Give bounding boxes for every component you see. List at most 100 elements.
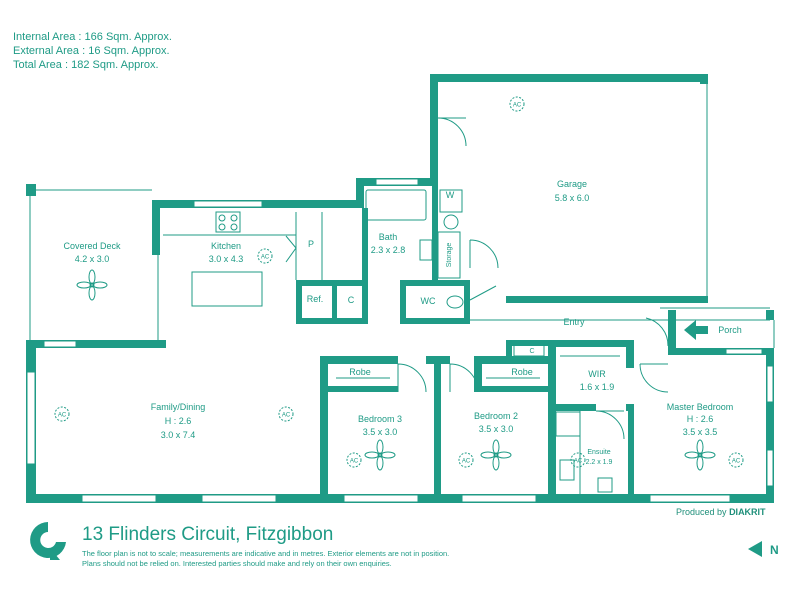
kitchen-size: 3.0 x 4.3 bbox=[209, 254, 244, 264]
ac-label: AC bbox=[350, 459, 359, 465]
covered-deck-size: 4.2 x 3.0 bbox=[75, 254, 110, 264]
ac-label: AC bbox=[513, 103, 522, 109]
window bbox=[375, 178, 419, 186]
window bbox=[81, 494, 157, 503]
ac-ring bbox=[346, 452, 362, 468]
door-swing bbox=[645, 317, 669, 347]
produced-by-prefix: Produced by bbox=[676, 507, 727, 517]
bedroom2-size: 3.5 x 3.0 bbox=[479, 424, 514, 434]
door-swing bbox=[639, 363, 669, 393]
wall bbox=[296, 280, 366, 286]
ac-label: AC bbox=[282, 413, 291, 419]
north-arrow-icon bbox=[748, 541, 762, 557]
ac-ring bbox=[257, 248, 273, 264]
wall bbox=[320, 386, 398, 392]
wall bbox=[400, 318, 470, 324]
fan-blade bbox=[696, 439, 704, 455]
linen-cupboard bbox=[513, 343, 545, 357]
bathtub bbox=[365, 189, 427, 221]
external-area: External Area : 16 Sqm. Approx. bbox=[13, 45, 170, 57]
cooktop-burner bbox=[218, 223, 226, 231]
garage-name: Garage bbox=[557, 179, 587, 189]
door-swing bbox=[449, 363, 479, 393]
door-swing bbox=[469, 285, 497, 301]
master-name: Master Bedroom bbox=[667, 402, 734, 412]
thin-walls bbox=[29, 84, 775, 494]
total-area: Total Area : 182 Sqm. Approx. bbox=[13, 59, 159, 71]
robe-label-bed2: Robe bbox=[511, 367, 533, 377]
north-label: N bbox=[770, 543, 779, 557]
fan-blade bbox=[88, 269, 96, 285]
doors bbox=[285, 117, 669, 440]
window bbox=[26, 371, 36, 465]
ceiling-fan-icon bbox=[364, 439, 396, 471]
door-swing bbox=[469, 239, 499, 269]
wall bbox=[628, 404, 634, 502]
ac-ring bbox=[54, 406, 70, 422]
fan-blade bbox=[684, 451, 700, 459]
window bbox=[461, 494, 537, 503]
ref-label: Ref. bbox=[307, 294, 324, 304]
vanity bbox=[559, 459, 575, 481]
fan-blade bbox=[380, 451, 396, 459]
bedroom2-name: Bedroom 2 bbox=[474, 411, 518, 421]
wall bbox=[548, 404, 596, 411]
wall bbox=[400, 280, 470, 286]
fan-blade bbox=[88, 285, 96, 301]
wall bbox=[320, 356, 328, 502]
wc-label: WC bbox=[421, 296, 436, 306]
ceiling-fan-icon bbox=[684, 439, 716, 471]
laundry-tub bbox=[443, 214, 459, 230]
window bbox=[766, 365, 774, 403]
family-dining-name: Family/Dining bbox=[151, 402, 206, 412]
ac-marker-icon: AC bbox=[278, 406, 294, 422]
wall bbox=[700, 74, 708, 84]
ac-label: AC bbox=[58, 413, 67, 419]
ac-marker-icon: AC bbox=[509, 96, 525, 112]
ac-ring bbox=[509, 96, 525, 112]
bedroom3-size: 3.5 x 3.0 bbox=[363, 427, 398, 437]
door-swing bbox=[285, 235, 297, 263]
window bbox=[201, 494, 277, 503]
entry-label: Entry bbox=[563, 317, 585, 327]
wall bbox=[296, 318, 366, 324]
fan-blade bbox=[696, 455, 704, 471]
laundry-machine bbox=[439, 189, 463, 213]
ac-marker-icon: AC bbox=[257, 248, 273, 264]
pantry-label: P bbox=[308, 239, 314, 249]
ac-label: AC bbox=[462, 459, 471, 465]
property-address: 13 Flinders Circuit, Fitzgibbon bbox=[82, 524, 334, 545]
wall bbox=[430, 74, 707, 82]
disclaimer-line-2: Plans should not be relied on. Intereste… bbox=[82, 559, 392, 568]
fan-hub bbox=[493, 452, 499, 458]
bath-name: Bath bbox=[379, 232, 398, 242]
wall bbox=[362, 208, 368, 324]
area-summary: Internal Area : 166 Sqm. Approx. Externa… bbox=[13, 30, 172, 72]
wall bbox=[506, 296, 708, 303]
laundry-label: W bbox=[446, 190, 455, 200]
fan-blade bbox=[92, 281, 108, 289]
entry-arrow-icon bbox=[684, 320, 708, 340]
wall bbox=[26, 184, 36, 196]
wall bbox=[430, 74, 438, 186]
wall bbox=[766, 310, 774, 320]
logo-tail bbox=[50, 548, 60, 560]
ac-marker-icon: AC bbox=[346, 452, 362, 468]
fan-blade bbox=[492, 455, 500, 471]
fan-blade bbox=[376, 455, 384, 471]
cooktop bbox=[215, 211, 241, 233]
fan-hub bbox=[697, 452, 703, 458]
cooktop-burner bbox=[218, 214, 226, 222]
fan-blade bbox=[364, 451, 380, 459]
ac-label: AC bbox=[261, 255, 270, 261]
storage-label: Storage bbox=[446, 243, 453, 268]
cooktop-burner bbox=[230, 223, 238, 231]
wall bbox=[434, 356, 441, 502]
wall bbox=[668, 310, 676, 355]
wall bbox=[548, 340, 628, 347]
ceiling-fan-icon bbox=[480, 439, 512, 471]
window bbox=[43, 340, 77, 348]
wall bbox=[296, 280, 302, 324]
